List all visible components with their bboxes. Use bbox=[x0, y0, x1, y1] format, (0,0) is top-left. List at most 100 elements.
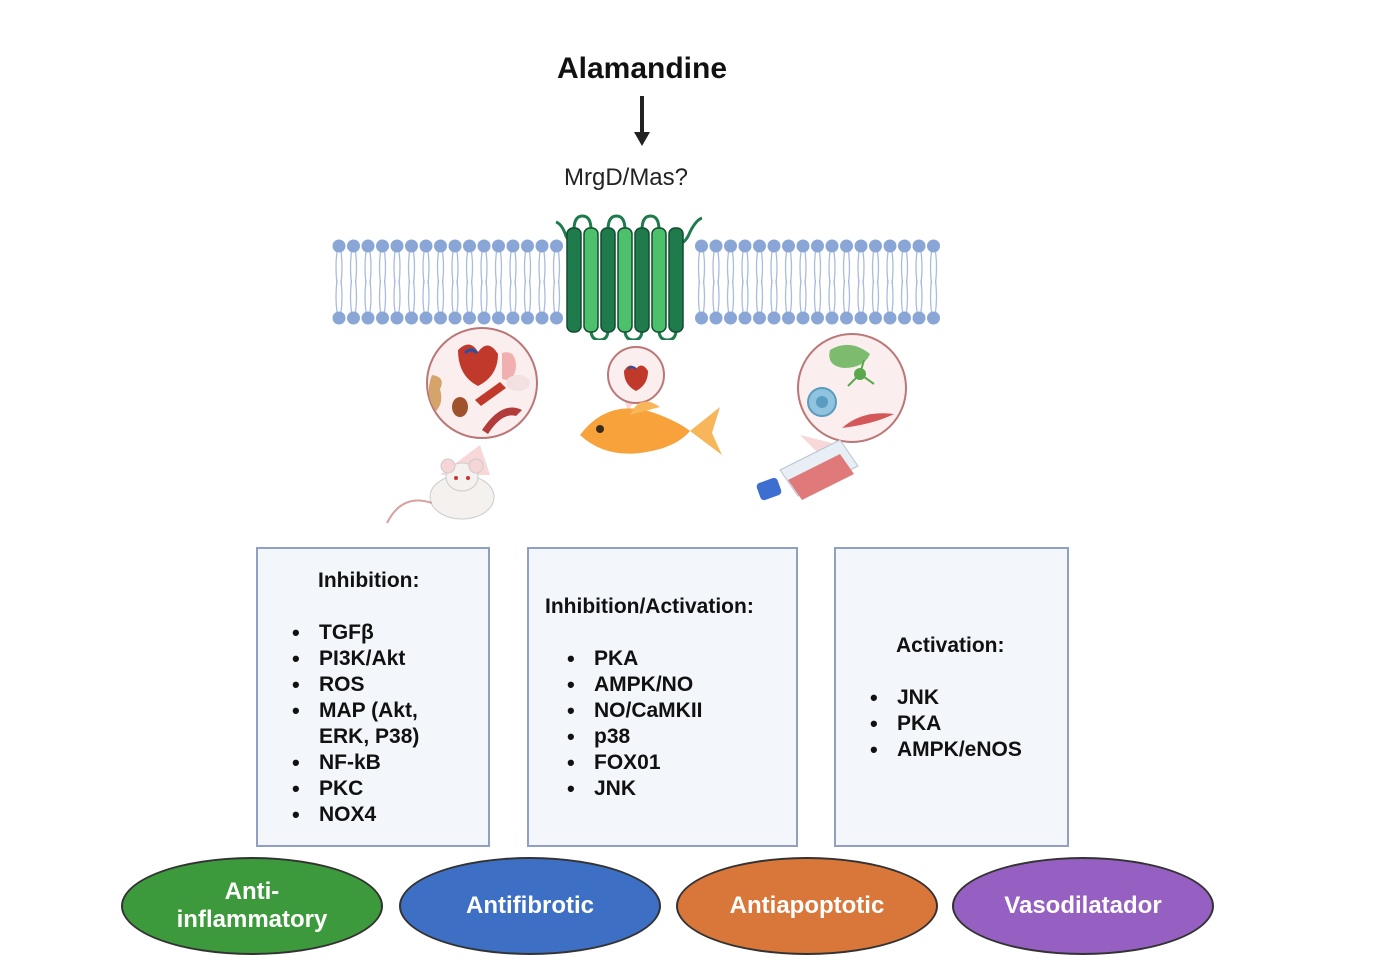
vasodilatador-effect: Vasodilatador bbox=[952, 857, 1214, 955]
lipid-head-top bbox=[927, 239, 940, 253]
mouse-model-icon bbox=[386, 327, 538, 524]
antiapoptotic-effect: Antiapoptotic bbox=[676, 857, 938, 955]
list-item: PKA bbox=[567, 646, 703, 672]
box-heading: Activation: bbox=[896, 634, 1005, 657]
lipid-head-top bbox=[854, 239, 868, 253]
lipid-head-bottom bbox=[912, 311, 926, 325]
lipid-head-top bbox=[898, 239, 911, 253]
receptor-label: MrgD/Mas? bbox=[563, 164, 689, 191]
lipid-head-bottom bbox=[332, 311, 346, 325]
lipid-head-top bbox=[869, 239, 882, 253]
lipid-head-bottom bbox=[767, 311, 781, 325]
fish-model-illustration bbox=[580, 346, 722, 455]
goldfish-model-icon bbox=[580, 346, 722, 455]
list-item: JNK bbox=[870, 685, 1022, 711]
lipid-head-bottom bbox=[463, 311, 476, 325]
lipid-head-bottom bbox=[492, 311, 505, 325]
lipid-head-top bbox=[390, 239, 404, 253]
activation-box: Activation: JNK PKA AMPK/eNOS bbox=[834, 547, 1069, 847]
list-item: PI3K/Akt bbox=[292, 646, 419, 672]
inhibition-box: Inhibition: TGFβ PI3K/Akt ROS MAP (Akt, … bbox=[256, 547, 490, 847]
list-item: AMPK/NO bbox=[567, 672, 703, 698]
lipid-head-top bbox=[695, 239, 708, 253]
lipid-head-top bbox=[796, 239, 810, 253]
lipid-head-top bbox=[811, 239, 824, 253]
effect-label-line2: inflammatory bbox=[176, 906, 328, 933]
lipid-head-bottom bbox=[376, 311, 389, 325]
list-item: NF-kB bbox=[292, 750, 419, 776]
lipid-head-top bbox=[521, 239, 534, 253]
pathway-list: JNK PKA AMPK/eNOS bbox=[870, 685, 1022, 763]
lipid-head-bottom bbox=[434, 311, 447, 325]
lipid-head-bottom bbox=[347, 311, 360, 325]
effect-label: Antiapoptotic bbox=[729, 892, 885, 919]
lipid-head-bottom bbox=[419, 311, 433, 325]
lipid-head-top bbox=[709, 239, 723, 253]
effect-label: Antifibrotic bbox=[466, 892, 594, 919]
heart-icon bbox=[624, 365, 648, 391]
pathway-list: PKA AMPK/NO NO/CaMKII p38 FOX01 JNK bbox=[567, 646, 703, 802]
lipid-head-bottom bbox=[927, 311, 940, 325]
lipid-head-top bbox=[405, 239, 418, 253]
list-item: ROS bbox=[292, 672, 419, 698]
cells-icon bbox=[807, 344, 894, 428]
lipid-head-top bbox=[448, 239, 462, 253]
lipid-head-bottom bbox=[695, 311, 708, 325]
lipid-head-bottom bbox=[448, 311, 462, 325]
anti-inflammatory-effect: Anti-inflammatory bbox=[121, 857, 383, 955]
list-item: FOX01 bbox=[567, 750, 703, 776]
box-heading: Inhibition: bbox=[318, 569, 420, 592]
lipid-head-bottom bbox=[869, 311, 882, 325]
box-heading: Inhibition/Activation: bbox=[545, 595, 754, 618]
lipid-head-top bbox=[492, 239, 505, 253]
mouse-model-illustration bbox=[386, 327, 538, 524]
lipid-head-top bbox=[550, 239, 563, 253]
cell-culture-flask-icon bbox=[756, 333, 907, 501]
pathway-list: TGFβ PI3K/Akt ROS MAP (Akt, ERK, P38) NF… bbox=[292, 620, 419, 828]
lipid-head-top bbox=[361, 239, 375, 253]
lipid-head-top bbox=[535, 239, 549, 253]
antifibrotic-effect: Antifibrotic bbox=[399, 857, 661, 955]
effect-label: Vasodilatador bbox=[1004, 892, 1162, 919]
lipid-head-top bbox=[753, 239, 766, 253]
list-item: JNK bbox=[567, 776, 703, 802]
list-item: PKC bbox=[292, 776, 419, 802]
lipid-head-bottom bbox=[709, 311, 723, 325]
lipid-head-top bbox=[332, 239, 346, 253]
list-item: AMPK/eNOS bbox=[870, 737, 1022, 763]
effect-label-line1: Anti- bbox=[224, 878, 280, 905]
title-alamandine: Alamandine bbox=[556, 52, 728, 85]
lipid-head-top bbox=[782, 239, 795, 253]
lipid-head-bottom bbox=[405, 311, 418, 325]
lipid-head-top bbox=[883, 239, 897, 253]
lipid-head-top bbox=[477, 239, 491, 253]
lipid-head-bottom bbox=[550, 311, 563, 325]
lipid-head-bottom bbox=[825, 311, 839, 325]
lipid-head-bottom bbox=[883, 311, 897, 325]
lipid-head-bottom bbox=[477, 311, 491, 325]
lipid-head-top bbox=[419, 239, 433, 253]
lipid-head-top bbox=[376, 239, 389, 253]
lipid-head-bottom bbox=[854, 311, 868, 325]
list-item: NO/CaMKII bbox=[567, 698, 703, 724]
lipid-head-bottom bbox=[782, 311, 795, 325]
lipid-head-bottom bbox=[753, 311, 766, 325]
lipid-head-top bbox=[347, 239, 360, 253]
down-arrow-icon bbox=[634, 96, 650, 146]
lipid-head-bottom bbox=[521, 311, 534, 325]
lipid-head-bottom bbox=[840, 311, 853, 325]
list-item: TGFβ bbox=[292, 620, 419, 646]
lipid-head-bottom bbox=[898, 311, 911, 325]
lipid-head-bottom bbox=[535, 311, 549, 325]
lipid-head-top bbox=[912, 239, 926, 253]
organs-icon bbox=[428, 344, 530, 434]
lipid-head-top bbox=[738, 239, 752, 253]
lipid-head-bottom bbox=[738, 311, 752, 325]
gpcr-receptor-icon bbox=[555, 214, 703, 340]
lipid-head-top bbox=[767, 239, 781, 253]
lipid-head-bottom bbox=[724, 311, 737, 325]
lipid-head-top bbox=[506, 239, 520, 253]
list-item: ERK, P38) bbox=[319, 725, 420, 748]
cell-membrane bbox=[332, 214, 940, 340]
lipid-head-top bbox=[825, 239, 839, 253]
